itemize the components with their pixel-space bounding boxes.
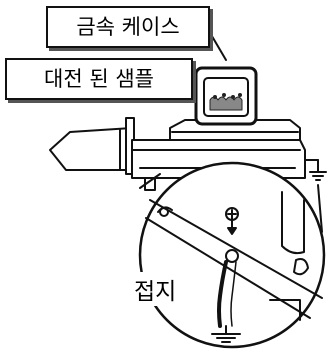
- instrument-body: [49, 117, 306, 191]
- metal-case-label: 금속 케이스: [46, 6, 210, 48]
- metal-case: [194, 66, 258, 126]
- ground-symbol-top: [304, 159, 327, 181]
- ground-label: 접지: [132, 272, 179, 306]
- charged-sample-label: 대전 된 샘플: [5, 58, 193, 100]
- magnified-view: [138, 161, 326, 349]
